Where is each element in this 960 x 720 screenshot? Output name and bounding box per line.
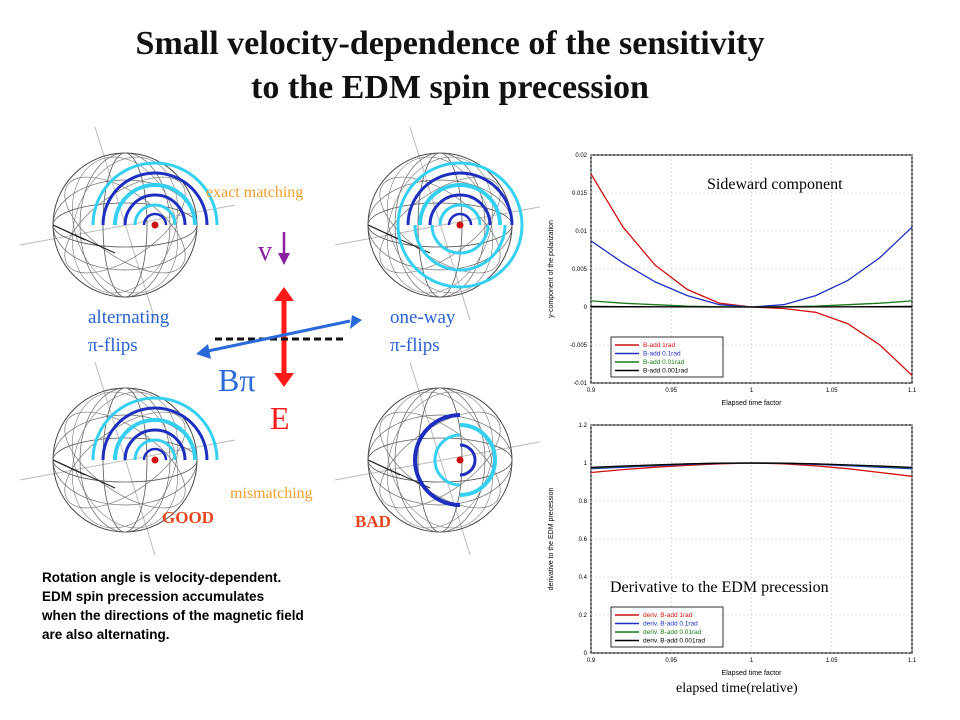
x-axis-label: Elapsed time factor <box>722 670 783 677</box>
x-tick-label: 1 <box>750 658 754 664</box>
legend-entry: deriv. B-add 0.001rad <box>643 638 705 645</box>
sphere-bottom-right <box>334 361 540 556</box>
bad-label: BAD <box>355 512 391 531</box>
caption-line-2: EDM spin precession accumulates <box>42 589 265 604</box>
caption-line-3: when the directions of the magnetic fiel… <box>42 608 304 623</box>
y-axis-label: derivative to the EDM precession <box>548 488 555 591</box>
y-axis-label: y-component of the polarization <box>548 220 555 318</box>
e-field-symbol: E <box>270 400 290 436</box>
title-line-1: Small velocity-dependence of the sensiti… <box>135 25 765 62</box>
y-tick-label: 0.005 <box>572 267 588 273</box>
y-tick-label: 0.02 <box>575 153 587 159</box>
x-tick-label: 1.1 <box>908 388 917 394</box>
x-tick-label: 0.95 <box>665 388 677 394</box>
y-tick-label: -0.005 <box>570 343 588 349</box>
legend-entry: deriv. B-add 0.01rad <box>643 629 702 636</box>
x-tick-label: 1.05 <box>826 388 838 394</box>
y-tick-label: 0.2 <box>579 613 588 619</box>
y-tick-label: 0.015 <box>572 191 588 197</box>
alternating-flips-label: π-flips <box>88 335 138 356</box>
legend-entry: B-add 0.1rad <box>643 351 681 358</box>
y-tick-label: 0 <box>584 305 588 311</box>
mismatching-label: mismatching <box>230 485 313 502</box>
derivative-chart: 1.2 1 0.8 0.6 0.4 0.2 00.9 0.95 1 1.05 1.1Elapsed … <box>548 423 917 677</box>
legend-entry: deriv. B-add 0.1rad <box>643 621 698 628</box>
x-tick-label: 0.9 <box>587 658 596 664</box>
x-tick-label: 0.9 <box>587 388 596 394</box>
y-tick-label: 0.01 <box>575 229 587 235</box>
velocity-symbol: v <box>258 236 272 267</box>
slide-title: Small velocity-dependence of the sensiti… <box>0 22 900 110</box>
y-tick-label: 0.8 <box>579 499 588 505</box>
x-tick-label: 1.05 <box>826 658 838 664</box>
y-tick-label: 0.4 <box>579 575 588 581</box>
good-label: GOOD <box>162 508 214 527</box>
field-arrows <box>196 232 362 387</box>
y-tick-label: 0.6 <box>579 537 588 543</box>
x-tick-label: 1 <box>750 388 754 394</box>
derivative-chart-title: Derivative to the EDM precession <box>610 579 829 596</box>
y-tick-label: 1.2 <box>579 423 588 429</box>
sideward-chart-title: Sideward component <box>707 176 843 193</box>
caption-line-4: are also alternating. <box>42 627 170 642</box>
alternating-label: alternating <box>88 307 170 328</box>
legend-entry: deriv. B-add 1rad <box>643 612 693 619</box>
legend-entry: B-add 0.01rad <box>643 359 685 366</box>
legend-entry: B-add 0.001rad <box>643 368 688 375</box>
exact-matching-label: exact matching <box>206 184 304 201</box>
y-tick-label: -0.01 <box>573 381 587 387</box>
series-line-3 <box>590 305 913 308</box>
spin-sphere-diagrams <box>19 126 540 556</box>
series-line-3 <box>590 462 913 469</box>
title-line-2: to the EDM spin precession <box>251 69 649 106</box>
y-tick-label: 1 <box>584 461 588 467</box>
legend-entry: B-add 1rad <box>643 342 676 349</box>
one-way-label: one-way <box>390 307 456 328</box>
sideward-chart: 0.02 0.015 0.01 0.005 0 -0.005 -0.010.9 0.95 1 1.… <box>548 153 917 407</box>
b-pi-symbol: Bπ <box>218 362 256 398</box>
x-axis-label: Elapsed time factor <box>722 400 783 407</box>
caption: Rotation angle is velocity-dependent. ED… <box>42 568 402 644</box>
x-tick-label: 1.1 <box>908 658 917 664</box>
elapsed-time-note: elapsed time(relative) <box>676 681 798 696</box>
y-tick-label: 0 <box>584 651 588 657</box>
one-way-flips-label: π-flips <box>390 335 440 356</box>
sphere-top-right <box>334 126 540 321</box>
x-tick-label: 0.95 <box>665 658 677 664</box>
sphere-top-left <box>19 126 236 321</box>
caption-line-1: Rotation angle is velocity-dependent. <box>42 570 282 585</box>
